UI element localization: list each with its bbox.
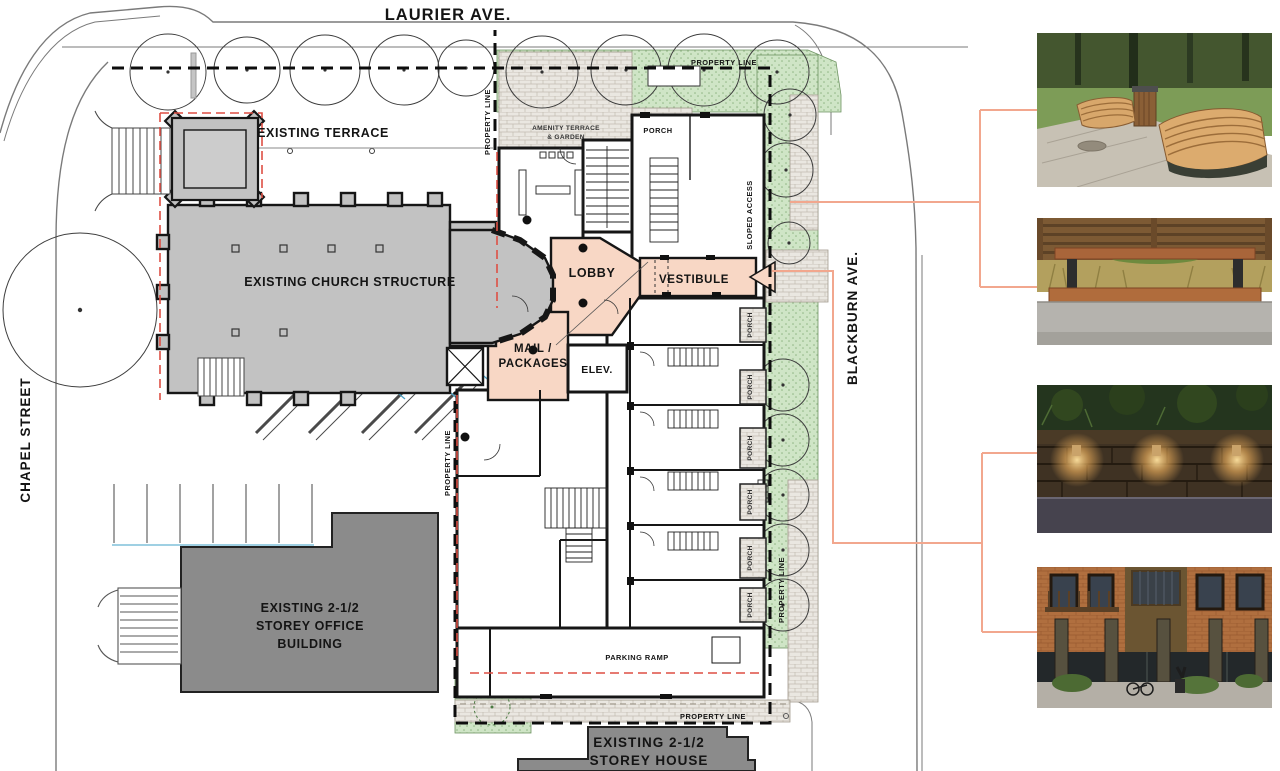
stone-wall-lighting-photo [1037, 385, 1272, 533]
mail-label-1: MAIL / [514, 343, 552, 355]
plan-labels: LAURIER AVE. CHAPEL STREET BLACKBURN AVE… [18, 6, 860, 768]
porch-side-labels: PORCH PORCH PORCH PORCH PORCH PORCH [747, 312, 754, 617]
office-label-1: EXISTING 2-1/2 [261, 601, 360, 615]
office-entry-stair [97, 587, 182, 665]
trees [2, 33, 817, 726]
property-line-label-bottom: PROPERTY LINE [680, 712, 746, 721]
structural-columns [460, 215, 588, 442]
interior-walls [457, 115, 764, 697]
lobby-label: LOBBY [569, 266, 616, 280]
red-dashed-lines [159, 112, 764, 674]
street-label-laurier: LAURIER AVE. [385, 6, 512, 24]
amenity-furniture [518, 65, 701, 216]
section-line [555, 261, 649, 346]
stone-wall-lighting-image [1037, 385, 1272, 533]
existing-office-building [97, 512, 439, 693]
existing-church-structure [94, 109, 556, 407]
street-label-chapel: CHAPEL STREET [18, 377, 33, 502]
wall-light-glow-3 [1210, 433, 1264, 487]
roads [0, 5, 968, 771]
surface-parking-stalls [112, 484, 314, 546]
church-tower [163, 109, 266, 209]
vestibule-label: VESTIBULE [659, 274, 729, 286]
park-benches-image [1037, 33, 1272, 187]
photo-connector-lines [772, 109, 1037, 633]
curved-bench-right [1158, 108, 1268, 179]
property-line-label-west: PROPERTY LINE [443, 430, 452, 496]
property-line-label-nw: PROPERTY LINE [483, 89, 492, 155]
park-benches-photo [1037, 33, 1272, 187]
parking-ramp-label: PARKING RAMP [605, 653, 668, 662]
property-line-label-top: PROPERTY LINE [691, 58, 757, 67]
brick-residential-entry-photo [1037, 567, 1272, 708]
church-entry-stair [94, 110, 171, 212]
porch-label-4: PORCH [747, 489, 754, 514]
amenity-terrace-label-1: AMENITY TERRACE [532, 125, 600, 132]
porch-label-1: PORCH [747, 312, 754, 337]
house-label-2: STOREY HOUSE [590, 753, 709, 768]
porch-label-6: PORCH [747, 592, 754, 617]
church-south-stair [197, 357, 245, 397]
existing-house-building [517, 726, 756, 771]
wall-light-glow-2 [1130, 433, 1184, 487]
curved-bench-left [1076, 97, 1136, 129]
house-label-1: EXISTING 2-1/2 [593, 735, 705, 750]
planter-bench-photo [1037, 218, 1272, 345]
existing-church-label: EXISTING CHURCH STRUCTURE [244, 275, 456, 289]
mail-label-2: PACKAGES [498, 358, 567, 370]
sloped-access-label: SLOPED ACCESS [745, 180, 754, 249]
unit-porches [739, 307, 767, 623]
office-label-2: STOREY OFFICE [256, 619, 364, 633]
porch-label-3: PORCH [747, 435, 754, 460]
brick-residential-entry-image [1037, 567, 1272, 708]
street-label-blackburn: BLACKBURN AVE. [845, 251, 860, 385]
porch-label-2: PORCH [747, 374, 754, 399]
church-columns [231, 244, 384, 337]
survey-marker [783, 713, 789, 719]
elevator-label: ELEV. [581, 364, 612, 376]
porch-label-top: PORCH [643, 126, 672, 135]
property-line-label-east: PROPERTY LINE [777, 557, 786, 623]
vestibule-area [638, 256, 758, 298]
door-swings [483, 147, 655, 547]
planter-bench-image [1037, 218, 1272, 345]
porch-label-5: PORCH [747, 545, 754, 570]
elevator-room [566, 343, 629, 394]
waste-bin [1132, 86, 1158, 127]
office-label-3: BUILDING [277, 637, 342, 651]
existing-terrace-label: EXISTING TERRACE [257, 126, 389, 140]
amenity-terrace-label-2: & GARDEN [547, 134, 585, 141]
property-lines [112, 30, 772, 725]
elevator-shaft [445, 346, 485, 387]
wall-light-glow-1 [1050, 433, 1104, 487]
